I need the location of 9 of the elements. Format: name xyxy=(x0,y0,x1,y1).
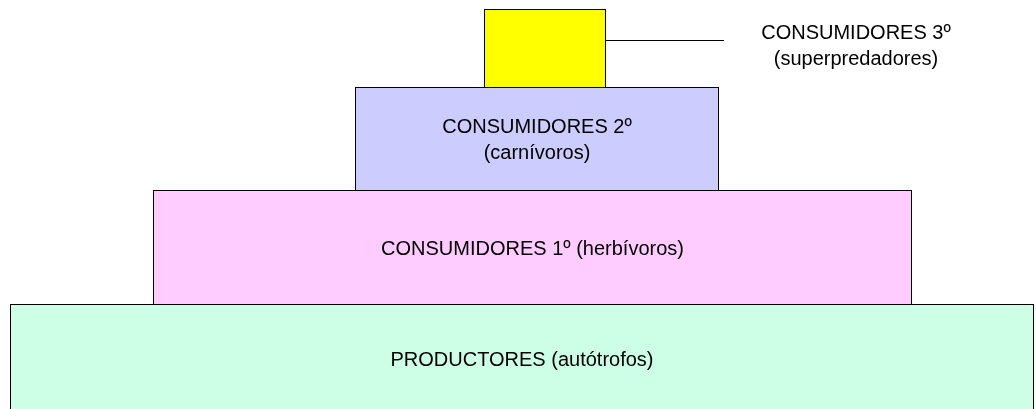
callout-label: CONSUMIDORES 3º (superpredadores) xyxy=(760,20,952,71)
level-label: CONSUMIDORES 2º (carnívoros) xyxy=(441,114,633,165)
trophic-level-box xyxy=(355,87,719,191)
trophic-level-box xyxy=(153,190,912,305)
food-level-box xyxy=(484,9,606,88)
trophic-level-box xyxy=(10,304,1034,409)
level-label: CONSUMIDORES 1º (herbívoros) xyxy=(381,235,684,261)
level-label: PRODUCTORES (autótrofos) xyxy=(390,347,654,372)
leader-line xyxy=(605,39,725,42)
